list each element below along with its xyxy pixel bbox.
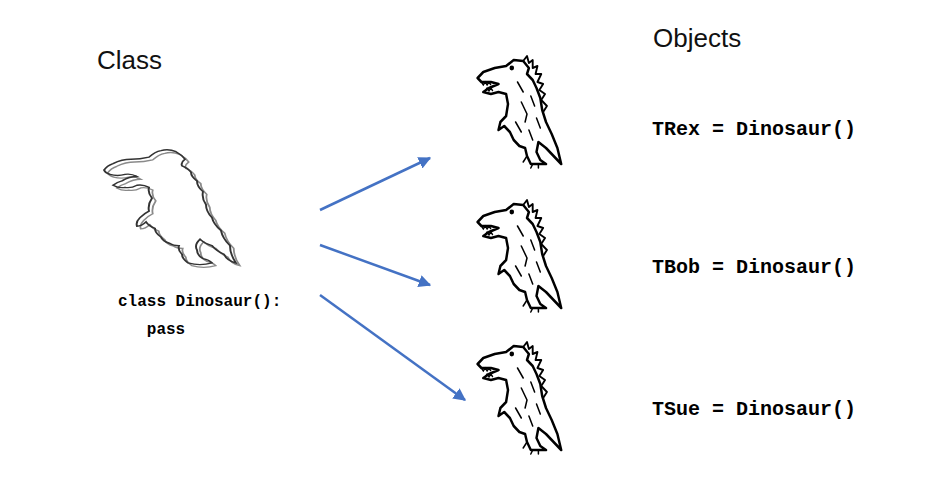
class-group: class Dinosaur(): pass	[90, 140, 320, 365]
instance-arrow	[320, 245, 430, 285]
object-code: TBob = Dinosaur()	[652, 256, 856, 280]
class-code: class Dinosaur(): pass	[118, 288, 315, 344]
instance-arrow	[320, 295, 465, 400]
object-group: TBob = Dinosaur()	[470, 206, 910, 326]
object-group: TRex = Dinosaur()	[470, 68, 910, 188]
section-heading: Objects	[653, 22, 741, 54]
section-heading: Class	[97, 44, 162, 76]
dinosaur-figure	[478, 200, 562, 312]
instance-arrow	[320, 158, 430, 210]
dinosaur-figure	[478, 56, 562, 168]
object-code: TRex = Dinosaur()	[652, 118, 856, 142]
object-group: TSue = Dinosaur()	[470, 348, 910, 468]
cookie-cutter	[104, 150, 240, 268]
object-code: TSue = Dinosaur()	[652, 398, 856, 422]
dinosaur-figure	[478, 342, 562, 454]
